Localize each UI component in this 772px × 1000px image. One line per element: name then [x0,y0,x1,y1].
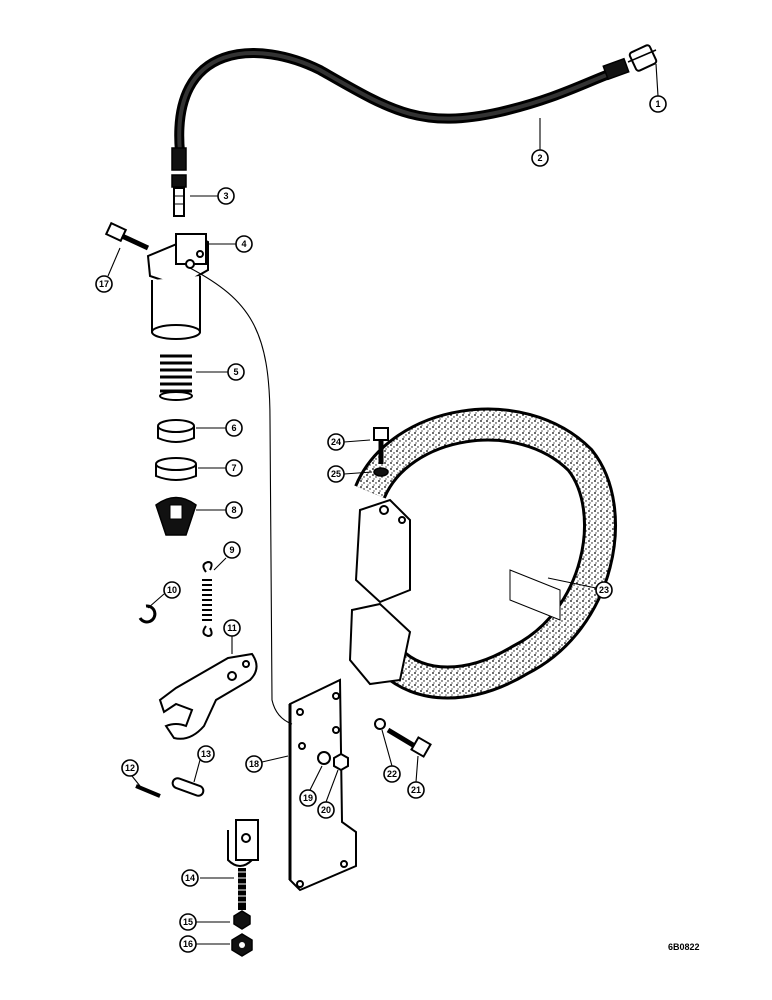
cotter-pin [135,784,161,798]
svg-text:23: 23 [599,585,609,595]
callout-23: 23 [595,581,613,599]
leader-lines [107,63,659,945]
callout-22: 22 [383,765,401,783]
bracket-bolt [386,727,432,758]
svg-text:13: 13 [201,749,211,759]
band-washer [373,467,389,477]
svg-text:4: 4 [241,239,246,249]
return-spring [202,560,213,638]
bracket-nut [333,752,349,772]
callout-1: 1 [649,95,667,113]
piston [155,457,197,481]
callout-24: 24 [327,433,345,451]
svg-text:1: 1 [655,99,660,109]
callout-8: 8 [225,501,243,519]
callout-17: 17 [95,275,113,293]
callout-15: 15 [179,913,197,931]
svg-text:25: 25 [331,469,341,479]
callout-3: 3 [217,187,235,205]
mounting-bracket [288,678,357,892]
svg-text:18: 18 [249,759,259,769]
piston-spring [159,354,193,401]
svg-text:16: 16 [183,939,193,949]
svg-text:14: 14 [185,873,195,883]
callout-6: 6 [225,419,243,437]
flat-washer [374,718,386,730]
dust-boot [155,496,197,536]
bolt [104,221,150,251]
callout-14: 14 [181,869,199,887]
callout-7: 7 [225,459,243,477]
callout-10: 10 [163,581,181,599]
svg-text:24: 24 [331,437,341,447]
svg-text:11: 11 [227,623,237,633]
clevis-pin [171,777,205,797]
svg-text:9: 9 [229,545,234,555]
callout-25: 25 [327,465,345,483]
clevis-yoke [227,819,259,910]
brake-hose [171,48,630,171]
svg-text:5: 5 [233,367,238,377]
callout-18: 18 [245,755,263,773]
svg-text:10: 10 [167,585,177,595]
callout-20: 20 [317,801,335,819]
callout-4: 4 [235,235,253,253]
svg-text:8: 8 [231,505,236,515]
brake-band [348,407,617,700]
jam-nut [233,910,251,930]
svg-text:15: 15 [183,917,193,927]
svg-text:6: 6 [231,423,236,433]
callout-11: 11 [223,619,241,637]
callout-19: 19 [299,789,317,807]
svg-text:12: 12 [125,763,135,773]
svg-text:19: 19 [303,793,313,803]
retaining-clip [138,604,157,624]
callout-12: 12 [121,759,139,777]
svg-text:7: 7 [231,463,236,473]
callout-9: 9 [223,541,241,559]
callout-21: 21 [407,781,425,799]
svg-text:21: 21 [411,785,421,795]
svg-text:22: 22 [387,769,397,779]
hose-fitting [627,44,658,72]
wheel-cylinder [146,233,209,340]
lock-washer [317,751,331,765]
callout-13: 13 [197,745,215,763]
brake-lever [158,652,258,740]
callout-2: 2 [531,149,549,167]
routing-line [189,267,293,725]
svg-text:17: 17 [99,279,109,289]
figure-reference-code: 6B0822 [668,942,700,952]
callout-5: 5 [227,363,245,381]
svg-text:2: 2 [537,153,542,163]
svg-text:3: 3 [223,191,228,201]
band-bolt [373,427,389,464]
callout-16: 16 [179,935,197,953]
svg-text:20: 20 [321,805,331,815]
piston-cup [157,419,195,443]
inlet-fitting [171,174,187,217]
